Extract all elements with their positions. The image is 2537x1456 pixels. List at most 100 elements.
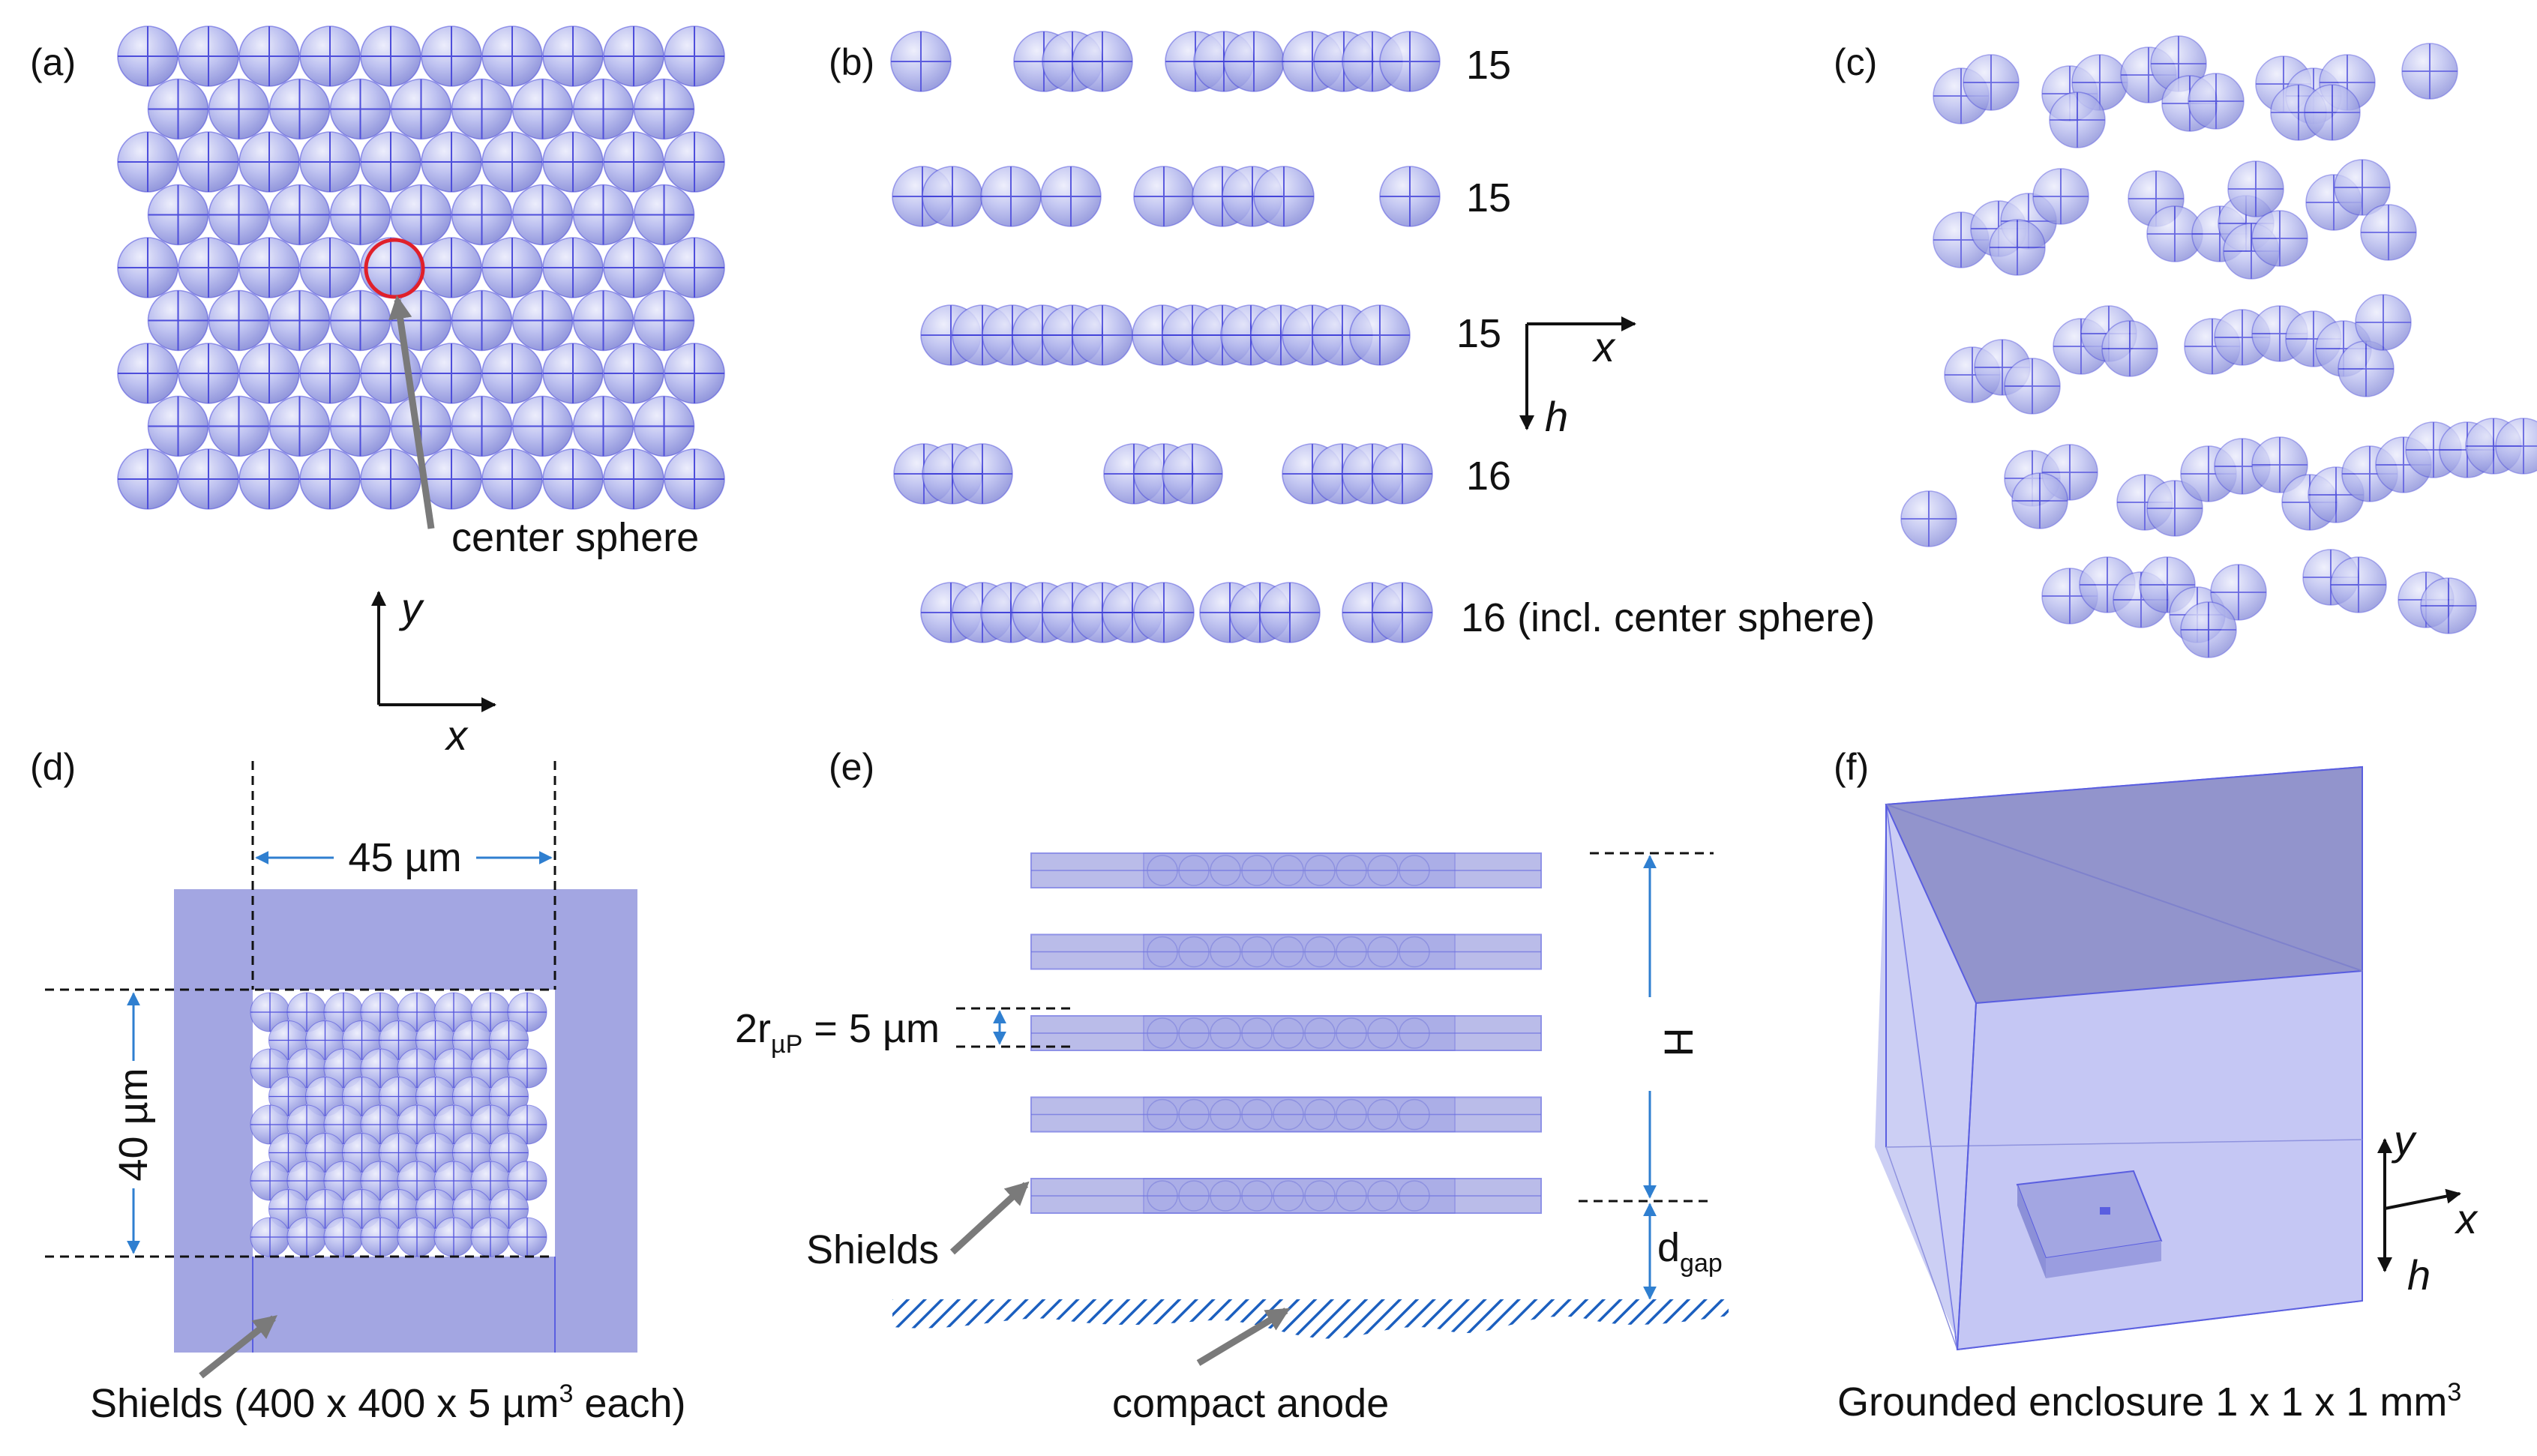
- sphere-layer-cross-sections: [890, 31, 1441, 643]
- aperture-sphere: [286, 1104, 327, 1145]
- shield-stack-miniature: [2016, 1170, 2163, 1278]
- aperture-sphere: [397, 1161, 437, 1201]
- shields-label-e: Shields: [806, 1227, 939, 1272]
- sphere: [268, 184, 331, 246]
- random-sphere: [2304, 84, 2361, 141]
- panel-c-label: (c): [1834, 41, 1877, 83]
- sphere: [117, 131, 178, 193]
- sphere-cross-section: [1372, 582, 1433, 643]
- aperture-sphere: [250, 1217, 290, 1257]
- random-sphere: [1900, 490, 1957, 547]
- shields-pointer-e: [949, 1181, 1030, 1255]
- axis-h-label-f: h: [2407, 1251, 2431, 1299]
- sphere: [664, 131, 725, 193]
- random-sphere: [2146, 205, 2203, 262]
- aperture-sphere: [378, 1188, 419, 1230]
- sphere-cross-section: [1253, 166, 1315, 227]
- sphere: [664, 343, 725, 404]
- sphere-cross-section: [1162, 443, 1223, 505]
- sphere-cross-section: [1349, 304, 1411, 366]
- sphere: [329, 78, 391, 140]
- random-sphere: [2401, 43, 2458, 100]
- radius-label: 2rµP = 5 µm: [735, 1006, 940, 1059]
- sphere-cross-section: [1223, 31, 1285, 92]
- sphere: [633, 289, 695, 352]
- shield-layer: [1030, 1015, 1542, 1051]
- aperture-sphere: [268, 1076, 309, 1117]
- sphere: [117, 25, 178, 87]
- random-sphere: [2360, 204, 2417, 261]
- sphere: [360, 131, 421, 193]
- random-sphere: [2146, 480, 2203, 537]
- random-sphere: [2101, 320, 2158, 377]
- sphere: [238, 343, 300, 404]
- sphere: [360, 448, 421, 510]
- sphere: [481, 131, 543, 193]
- shields-pointer-d: [199, 1315, 277, 1379]
- aperture-sphere-array: [250, 992, 547, 1257]
- aperture-sphere: [397, 1048, 437, 1089]
- sphere: [603, 448, 664, 510]
- aperture-sphere: [433, 1217, 474, 1257]
- aperture-sphere: [507, 1217, 547, 1257]
- sphere-cross-section: [1133, 582, 1195, 643]
- random-sphere: [2227, 160, 2284, 217]
- aperture-sphere: [507, 1104, 547, 1145]
- sphere: [268, 395, 331, 457]
- sphere: [178, 131, 239, 193]
- sphere-cross-section: [890, 31, 952, 92]
- sphere: [603, 25, 664, 87]
- sphere: [421, 448, 482, 510]
- sphere-cross-section: [1072, 304, 1133, 366]
- sphere: [603, 343, 664, 404]
- sphere: [147, 395, 209, 457]
- sphere: [451, 289, 513, 352]
- sphere: [299, 237, 361, 298]
- sphere: [421, 131, 482, 193]
- random-sphere-cloud: [1900, 35, 2537, 658]
- panel-b-label: (b): [829, 41, 874, 83]
- sphere: [603, 237, 664, 298]
- shield-layer: [1030, 852, 1542, 888]
- aperture-sphere: [304, 1188, 346, 1230]
- aperture-sphere: [488, 1020, 529, 1061]
- axis-x-label-f: x: [2454, 1195, 2479, 1242]
- aperture-sphere: [488, 1132, 529, 1173]
- sphere: [664, 237, 725, 298]
- random-sphere: [1989, 219, 2046, 276]
- random-sphere: [2004, 358, 2061, 415]
- axes-xy: y x: [371, 584, 496, 759]
- aperture-sphere: [360, 1104, 400, 1145]
- shields-caption: Shields (400 x 400 x 5 µm3 each): [90, 1380, 685, 1426]
- sphere: [299, 343, 361, 404]
- sphere: [238, 25, 300, 87]
- sphere: [451, 184, 513, 246]
- sphere: [299, 131, 361, 193]
- panel-f: (f) y x h Grounded enclosure 1 x 1 x: [1834, 746, 2479, 1425]
- axis-y-label: y: [398, 584, 424, 631]
- sphere: [542, 131, 604, 193]
- aperture-sphere: [507, 992, 547, 1032]
- panel-a: (a) center sphere y x: [30, 25, 725, 759]
- sphere: [268, 78, 331, 140]
- sphere-cross-section: [1040, 166, 1102, 227]
- sphere: [451, 395, 513, 457]
- aperture-sphere: [470, 1048, 511, 1089]
- random-sphere: [2251, 436, 2308, 493]
- aperture-sphere: [451, 1076, 493, 1117]
- height-H-label: H: [1656, 1028, 1701, 1057]
- aperture-sphere: [341, 1020, 382, 1061]
- panel-a-label: (a): [30, 41, 76, 83]
- sphere: [208, 78, 270, 140]
- sphere: [603, 131, 664, 193]
- aperture-sphere: [286, 992, 327, 1032]
- aperture-sphere: [507, 1161, 547, 1201]
- sphere: [268, 289, 331, 352]
- sphere: [572, 289, 634, 352]
- aperture-sphere: [360, 1048, 400, 1089]
- sphere: [633, 395, 695, 457]
- panel-e-label: (e): [829, 746, 874, 788]
- center-sphere-label: center sphere: [451, 515, 699, 560]
- sphere-cross-section: [952, 443, 1013, 505]
- sphere: [481, 237, 543, 298]
